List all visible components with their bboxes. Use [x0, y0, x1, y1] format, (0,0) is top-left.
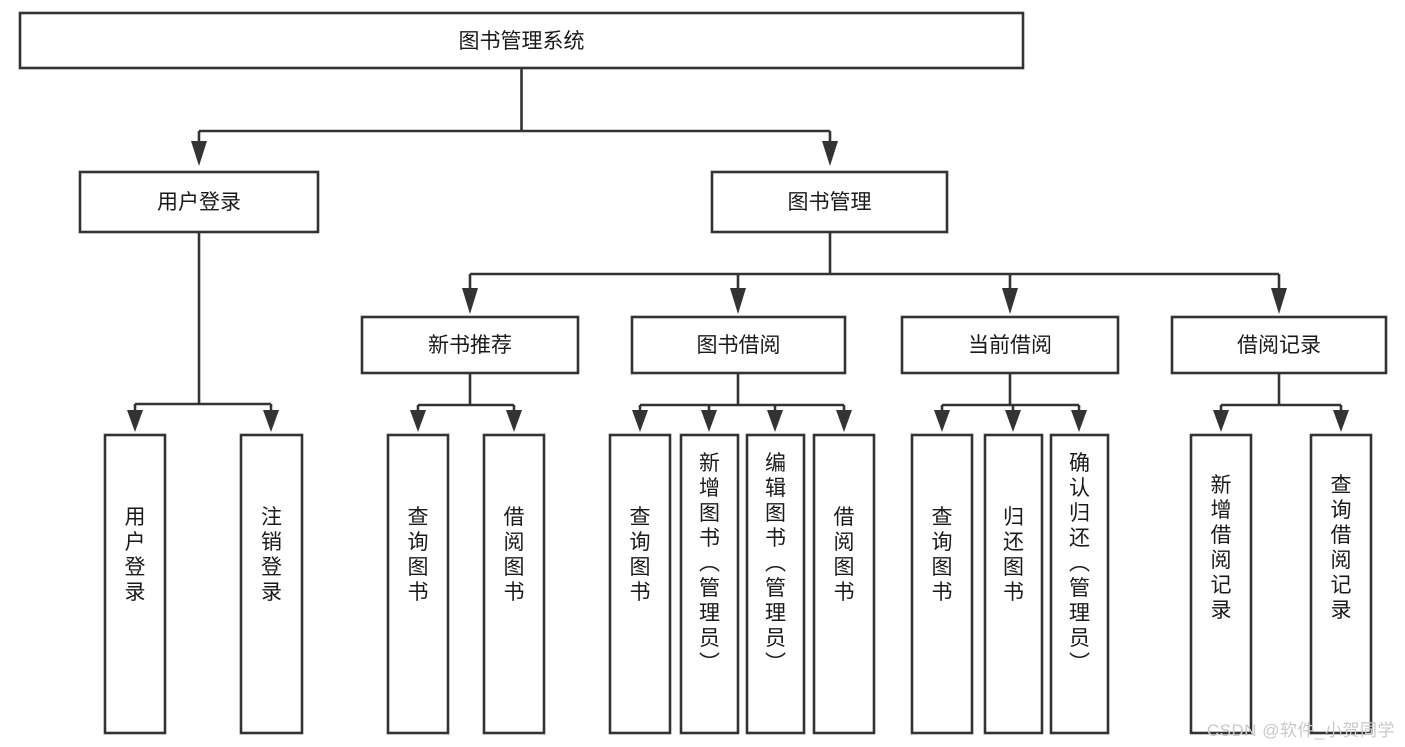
node-current-borrow[interactable]: 当前借阅 — [900, 315, 1120, 375]
arrow-to-leaf-user-login — [127, 410, 143, 432]
node-leaf-query-record-label: 查询借阅记录 — [1331, 474, 1352, 622]
node-leaf-query-record-box[interactable] — [1309, 433, 1373, 735]
node-leaf-add-book-label: 新增图书︵管理员︶ — [699, 452, 720, 675]
node-leaf-return-book-box[interactable] — [983, 433, 1044, 735]
node-leaf-edit-book-box[interactable] — [745, 433, 806, 735]
arrow-to-book-borrow — [730, 288, 746, 314]
node-leaf-borrow-book-b[interactable]: 借阅图书 — [812, 433, 876, 735]
node-leaf-query-book-c[interactable]: 查询图书 — [910, 433, 974, 735]
node-leaf-confirm-return-box[interactable] — [1049, 433, 1110, 735]
arrow-to-leaf-confirm-return — [1071, 410, 1087, 432]
node-user-login-box[interactable] — [78, 170, 320, 234]
node-leaf-confirm-return[interactable]: 确认归还︵管理员︶ — [1049, 433, 1110, 735]
node-leaf-query-book-b-box[interactable] — [608, 433, 672, 735]
node-leaf-confirm-return-label: 确认归还︵管理员︶ — [1069, 452, 1090, 675]
node-current-borrow-box[interactable] — [900, 315, 1120, 375]
node-root[interactable]: 图书管理系统 — [18, 11, 1025, 70]
node-leaf-user-login-label: 用户登录 — [125, 506, 146, 604]
node-user-login-label: 用户登录 — [157, 191, 241, 214]
node-borrow-record-label: 借阅记录 — [1237, 334, 1321, 357]
node-leaf-add-book[interactable]: 新增图书︵管理员︶ — [679, 433, 740, 735]
node-leaf-query-book-rec-label: 查询图书 — [408, 506, 429, 604]
arrow-to-new-book-rec — [462, 288, 478, 314]
node-leaf-user-login-box[interactable] — [103, 433, 167, 735]
node-leaf-edit-book[interactable]: 编辑图书︵管理员︶ — [745, 433, 806, 735]
node-new-book-rec[interactable]: 新书推荐 — [360, 315, 580, 375]
node-borrow-record[interactable]: 借阅记录 — [1170, 315, 1388, 375]
arrow-to-leaf-borrow-book-rec — [506, 410, 522, 432]
node-leaf-query-book-b-label: 查询图书 — [630, 506, 651, 604]
node-leaf-add-record-box[interactable] — [1189, 433, 1253, 735]
node-book-borrow-box[interactable] — [630, 315, 847, 375]
arrow-to-leaf-borrow-book-b — [836, 410, 852, 432]
arrow-to-user-login — [191, 141, 207, 166]
arrow-to-leaf-add-book — [701, 410, 717, 432]
arrow-to-leaf-query-book-rec — [410, 410, 426, 432]
node-borrow-record-box[interactable] — [1170, 315, 1388, 375]
arrow-to-borrow-record — [1271, 288, 1287, 314]
node-leaf-borrow-book-b-box[interactable] — [812, 433, 876, 735]
arrow-to-leaf-add-record — [1213, 410, 1229, 432]
node-leaf-return-book-label: 归还图书 — [1003, 506, 1024, 604]
node-leaf-user-login[interactable]: 用户登录 — [103, 433, 167, 735]
node-book-borrow-label: 图书借阅 — [697, 334, 781, 357]
node-new-book-rec-box[interactable] — [360, 315, 580, 375]
arrow-to-leaf-logout — [263, 410, 279, 432]
arrow-to-leaf-query-book-c — [934, 410, 950, 432]
node-leaf-borrow-book-rec-label: 借阅图书 — [504, 506, 525, 604]
node-book-manage-label: 图书管理 — [788, 191, 872, 214]
node-book-manage[interactable]: 图书管理 — [710, 170, 949, 234]
node-current-borrow-label: 当前借阅 — [968, 334, 1052, 357]
node-leaf-edit-book-label: 编辑图书︵管理员︶ — [765, 452, 786, 675]
node-leaf-query-book-c-box[interactable] — [910, 433, 974, 735]
node-leaf-query-book-b[interactable]: 查询图书 — [608, 433, 672, 735]
node-leaf-query-record[interactable]: 查询借阅记录 — [1309, 433, 1373, 735]
node-leaf-query-book-rec[interactable]: 查询图书 — [386, 433, 450, 735]
node-book-borrow[interactable]: 图书借阅 — [630, 315, 847, 375]
node-user-login[interactable]: 用户登录 — [78, 170, 320, 234]
node-leaf-logout-label: 注销登录 — [261, 506, 282, 604]
node-leaf-add-record[interactable]: 新增借阅记录 — [1189, 433, 1253, 735]
arrow-to-leaf-return-book — [1005, 410, 1021, 432]
arrow-to-leaf-query-record — [1333, 410, 1349, 432]
node-leaf-logout-box[interactable] — [239, 433, 304, 735]
node-root-box[interactable] — [18, 11, 1025, 70]
node-new-book-rec-label: 新书推荐 — [428, 334, 512, 357]
node-root-label: 图书管理系统 — [459, 30, 585, 53]
node-book-manage-box[interactable] — [710, 170, 949, 234]
arrow-to-book-manage — [822, 141, 838, 166]
node-leaf-add-record-label: 新增借阅记录 — [1211, 474, 1232, 622]
node-leaf-add-book-box[interactable] — [679, 433, 740, 735]
node-leaf-borrow-book-rec[interactable]: 借阅图书 — [482, 433, 546, 735]
node-leaf-return-book[interactable]: 归还图书 — [983, 433, 1044, 735]
edge-group — [127, 68, 1349, 432]
arrow-to-current-borrow — [1002, 288, 1018, 314]
node-leaf-borrow-book-b-label: 借阅图书 — [834, 506, 855, 604]
arrow-to-leaf-query-book-b — [632, 410, 648, 432]
node-leaf-query-book-c-label: 查询图书 — [932, 506, 953, 604]
arrow-to-leaf-edit-book — [767, 410, 783, 432]
node-leaf-borrow-book-rec-box[interactable] — [482, 433, 546, 735]
node-leaf-logout[interactable]: 注销登录 — [239, 433, 304, 735]
node-leaf-query-book-rec-box[interactable] — [386, 433, 450, 735]
